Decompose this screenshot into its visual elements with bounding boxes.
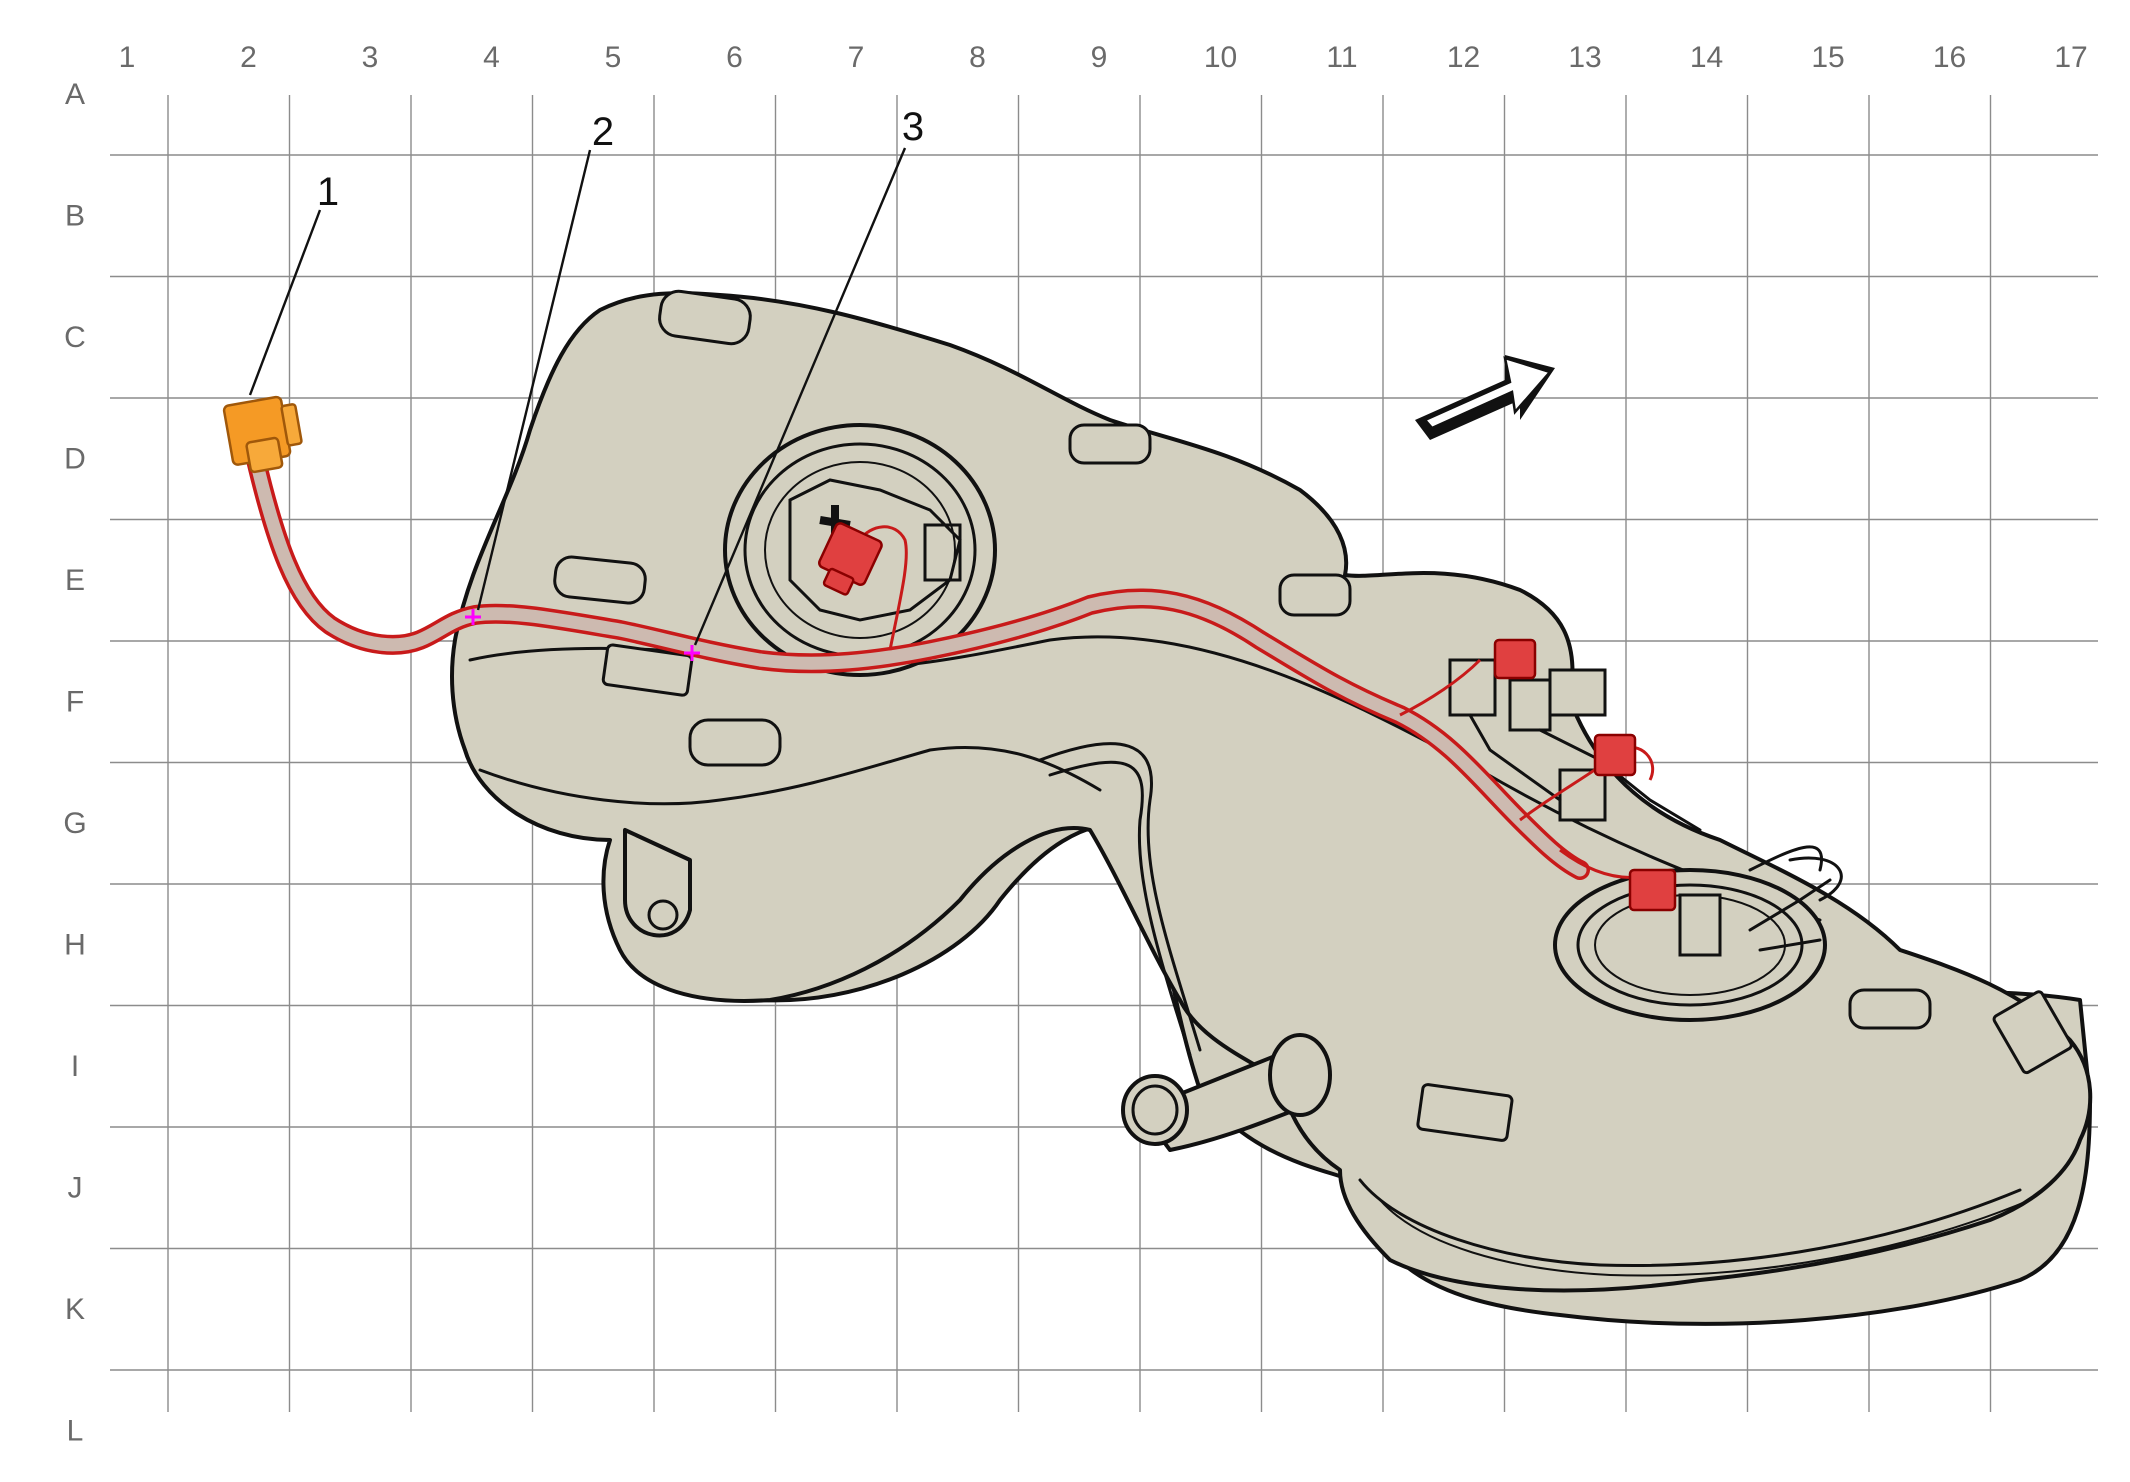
callout-leaders <box>248 147 907 646</box>
row-label: B <box>65 200 85 233</box>
tank-pad-4 <box>688 718 782 767</box>
column-label: 14 <box>1690 41 1723 74</box>
tank-block-1 <box>601 643 694 697</box>
tank-block-3 <box>1992 990 2073 1075</box>
row-label: H <box>64 929 86 962</box>
callout-labels: 1 2 3 <box>317 105 924 214</box>
harness-connector-orange <box>222 395 303 474</box>
pump-module-lock-ring <box>764 461 956 639</box>
vent-hose <box>1038 742 1202 1052</box>
tank-pad-2 <box>553 555 647 605</box>
leader-3 <box>693 147 907 646</box>
callout-label-2: 2 <box>592 110 614 154</box>
tank-seam-line <box>478 745 1102 806</box>
tank-pad-1 <box>658 289 752 346</box>
leader-2 <box>476 149 592 611</box>
row-label: F <box>66 686 84 719</box>
tank-pad-5 <box>1278 573 1352 617</box>
column-label: 7 <box>848 41 865 74</box>
tank-strap-mount <box>623 828 692 938</box>
leader-1 <box>248 209 322 396</box>
harness-connectors <box>222 395 1677 912</box>
pump-module-right-inner <box>1576 883 1804 1007</box>
strap-bolt <box>647 899 679 931</box>
connector-left-pump <box>818 522 883 596</box>
connector-evap-1 <box>1493 638 1537 680</box>
column-label: 13 <box>1568 41 1601 74</box>
evap-valve-1 <box>1448 658 1497 717</box>
evap-hose-1 <box>1468 713 1823 872</box>
evap-valve-3 <box>1548 668 1607 717</box>
row-label: K <box>65 1293 85 1326</box>
harness-clip-markers <box>465 609 700 661</box>
column-label: 15 <box>1811 41 1844 74</box>
column-label: 10 <box>1204 41 1237 74</box>
fuel-tank <box>450 289 2093 1326</box>
column-label: 4 <box>483 41 500 74</box>
row-label: E <box>65 564 85 597</box>
tank-pad-6 <box>1848 988 1932 1030</box>
callout-label-1: 1 <box>317 170 339 214</box>
column-label: 5 <box>605 41 622 74</box>
pump-module-plate <box>923 523 962 582</box>
column-label: 8 <box>969 41 986 74</box>
column-label: 11 <box>1326 41 1357 74</box>
row-label: C <box>64 321 86 354</box>
column-label: 17 <box>2054 41 2087 74</box>
harness-branch-left-pump <box>858 525 908 651</box>
connector-right-pump <box>1628 868 1677 912</box>
row-label: J <box>68 1172 83 1205</box>
pump-module-right-lines <box>1748 856 1843 952</box>
fuel-pump-module-right <box>1553 856 1843 1022</box>
row-label: D <box>64 443 86 476</box>
vent-hose-2 <box>1048 760 1192 1057</box>
tank-lower-seam <box>1358 1178 2022 1267</box>
direction-arrow-icon <box>1415 355 1555 440</box>
callout-label-3: 3 <box>902 105 924 149</box>
connector-evap-2 <box>1593 733 1637 777</box>
column-label: 16 <box>1933 41 1966 74</box>
row-label: L <box>67 1415 84 1448</box>
evap-components <box>1448 658 1823 872</box>
row-label: I <box>71 1050 79 1083</box>
column-label: 9 <box>1091 41 1108 74</box>
column-label: 1 <box>119 41 136 74</box>
tank-pad-3 <box>1068 423 1152 465</box>
filler-neck-cap-rim <box>1131 1084 1179 1136</box>
filler-neck-collar <box>1268 1033 1332 1117</box>
pump-module-right-cap <box>1678 893 1722 957</box>
column-label: 3 <box>362 41 379 74</box>
harness-clip-2 <box>684 645 700 661</box>
column-label: 2 <box>240 41 257 74</box>
evap-valve-2 <box>1508 678 1552 732</box>
harness-clip-1 <box>465 609 481 625</box>
row-label: G <box>63 807 86 840</box>
tank-lower-seam-2 <box>1379 1199 2031 1277</box>
tank-block-2 <box>1416 1083 1514 1142</box>
column-label: 6 <box>726 41 743 74</box>
row-labels: A B C D E F G H I J K L <box>63 78 86 1448</box>
column-label: 12 <box>1447 41 1480 74</box>
row-label: A <box>65 78 85 111</box>
